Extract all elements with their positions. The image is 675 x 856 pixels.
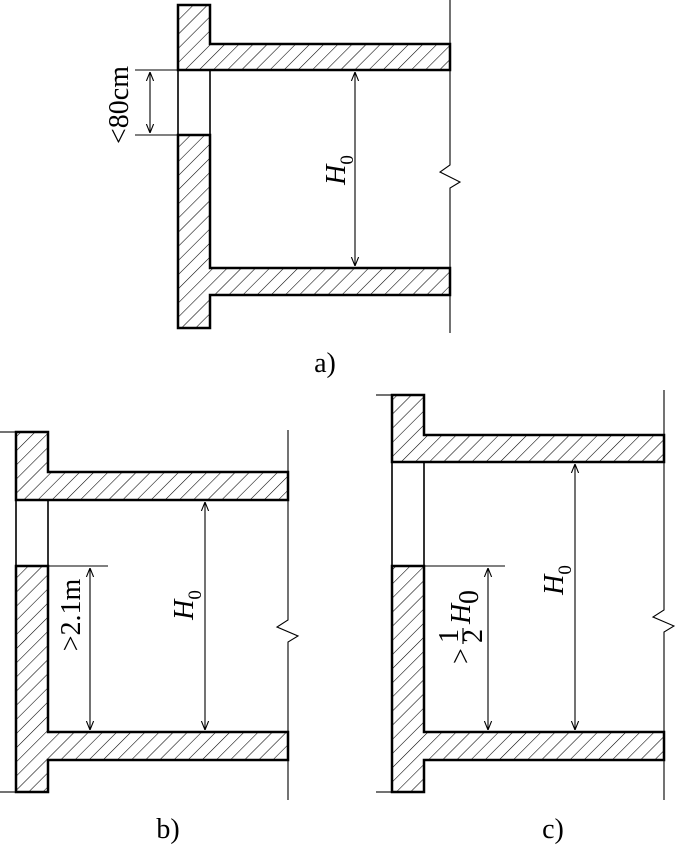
panel-a-height-label: H0 bbox=[321, 155, 358, 186]
panel-b: >2.1m H0 b) bbox=[0, 430, 300, 845]
panel-c-break-line bbox=[651, 390, 675, 800]
panel-b-sill-label: >2.1m bbox=[56, 578, 87, 651]
panel-a-wall-lower bbox=[176, 133, 452, 330]
panel-b-wall-upper bbox=[14, 430, 290, 502]
panel-a-wall-upper bbox=[176, 3, 452, 72]
panel-c-sill-label: > 1 2 H 0 bbox=[434, 590, 489, 664]
panel-c-height-label: H0 bbox=[539, 565, 576, 596]
panel-c-window-opening bbox=[391, 461, 425, 567]
svg-text:0: 0 bbox=[454, 590, 485, 604]
panel-a-caption: a) bbox=[314, 348, 336, 379]
panel-c-caption: c) bbox=[542, 814, 564, 845]
svg-text:2: 2 bbox=[458, 629, 489, 643]
panel-a-window-opening bbox=[177, 69, 211, 136]
panel-c-wall-upper bbox=[390, 393, 666, 464]
svg-text:1: 1 bbox=[434, 629, 465, 643]
panel-a: <80cm H0 a) bbox=[104, 0, 462, 379]
panel-c: > 1 2 H 0 H0 c) bbox=[376, 390, 675, 845]
panel-c-wall-lower bbox=[390, 564, 666, 794]
panel-a-opening-label: <80cm bbox=[104, 66, 135, 144]
panel-b-caption: b) bbox=[156, 814, 179, 845]
svg-text:H: H bbox=[446, 602, 477, 625]
panel-b-window-opening bbox=[15, 499, 49, 567]
panel-b-height-label: H0 bbox=[169, 590, 206, 621]
panel-b-break-line bbox=[275, 430, 300, 800]
svg-text:>: > bbox=[446, 648, 477, 664]
panel-a-break-line bbox=[438, 0, 462, 333]
